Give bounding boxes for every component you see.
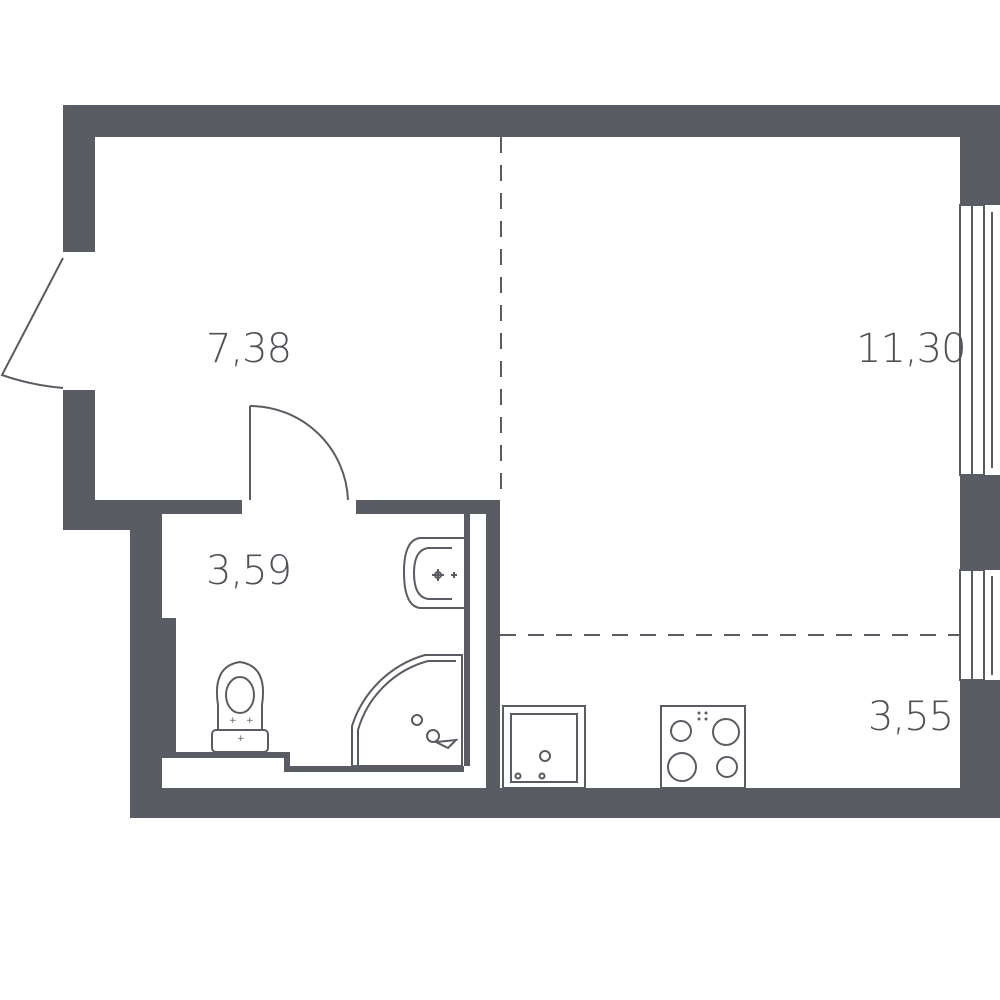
washbasin-icon [402, 537, 464, 609]
svg-text:+: + [229, 716, 237, 726]
svg-text:+: + [246, 716, 254, 726]
shower-icon [351, 654, 463, 767]
room-area-living: 11,30 [856, 326, 966, 372]
cooktop-icon [660, 705, 746, 789]
svg-text:+: + [237, 734, 245, 744]
walls [63, 105, 1000, 818]
room-area-hall: 7,38 [206, 326, 291, 372]
entry-door [0, 257, 64, 389]
kitchen-sink-icon [502, 705, 586, 789]
toilet-icon: + + + [211, 660, 269, 753]
zone-dividers [500, 137, 960, 636]
room-area-bathroom: 3,59 [206, 548, 291, 594]
windows [959, 204, 993, 681]
bathroom-door [249, 404, 349, 501]
room-area-kitchen: 3,55 [868, 694, 953, 740]
